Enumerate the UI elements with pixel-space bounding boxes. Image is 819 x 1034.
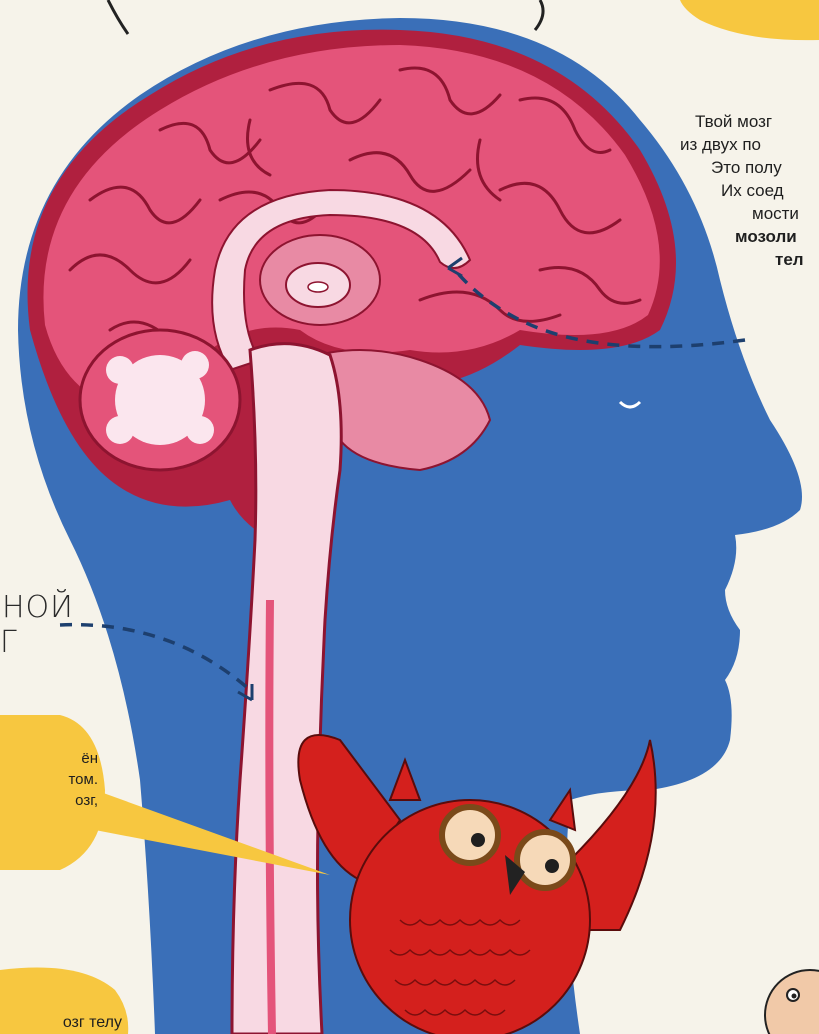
spinal-cord-inner [269,600,272,1034]
title-arc-left [108,0,128,34]
note-line-2: из двух по [675,133,819,156]
note-line-1: Твой мозг [675,110,819,133]
small-character-pupil [792,994,797,999]
owl-bubble-line-2: том. [0,769,98,790]
owl-eye-left [442,807,498,863]
top-right-bubble [680,0,819,40]
note-line-4: Их соед [675,179,819,202]
cerebellum-tree [106,351,214,445]
note-bold-line-7: тел [775,250,804,269]
owl-bubble-line-3: озг, [0,790,98,811]
note-line-3: Это полу [675,156,819,179]
note-bold-line-6: мозоли [735,227,797,246]
owl-pupil-left [471,833,485,847]
corpus-callosum-note: Твой мозг из двух по Это полу Их соед мо… [675,110,819,271]
thalamus-center [308,282,328,292]
owl-eye-right [517,832,573,888]
owl-pupil-right [545,859,559,873]
note-line-5: мости [675,202,819,225]
note-line-6: мозоли [675,225,819,248]
note-line-7: тел [675,248,819,271]
bottom-bubble-text: озг телу [0,1012,122,1033]
owl-bubble-text: ён том. озг, [0,748,98,811]
label-line-1: НОЙ [0,590,74,625]
spinal-cord-label: НОЙ Г [0,590,74,660]
small-character-head [765,970,819,1034]
owl-bubble-line-1: ён [0,748,98,769]
title-arc-right [535,0,543,30]
label-line-2: Г [0,625,74,660]
